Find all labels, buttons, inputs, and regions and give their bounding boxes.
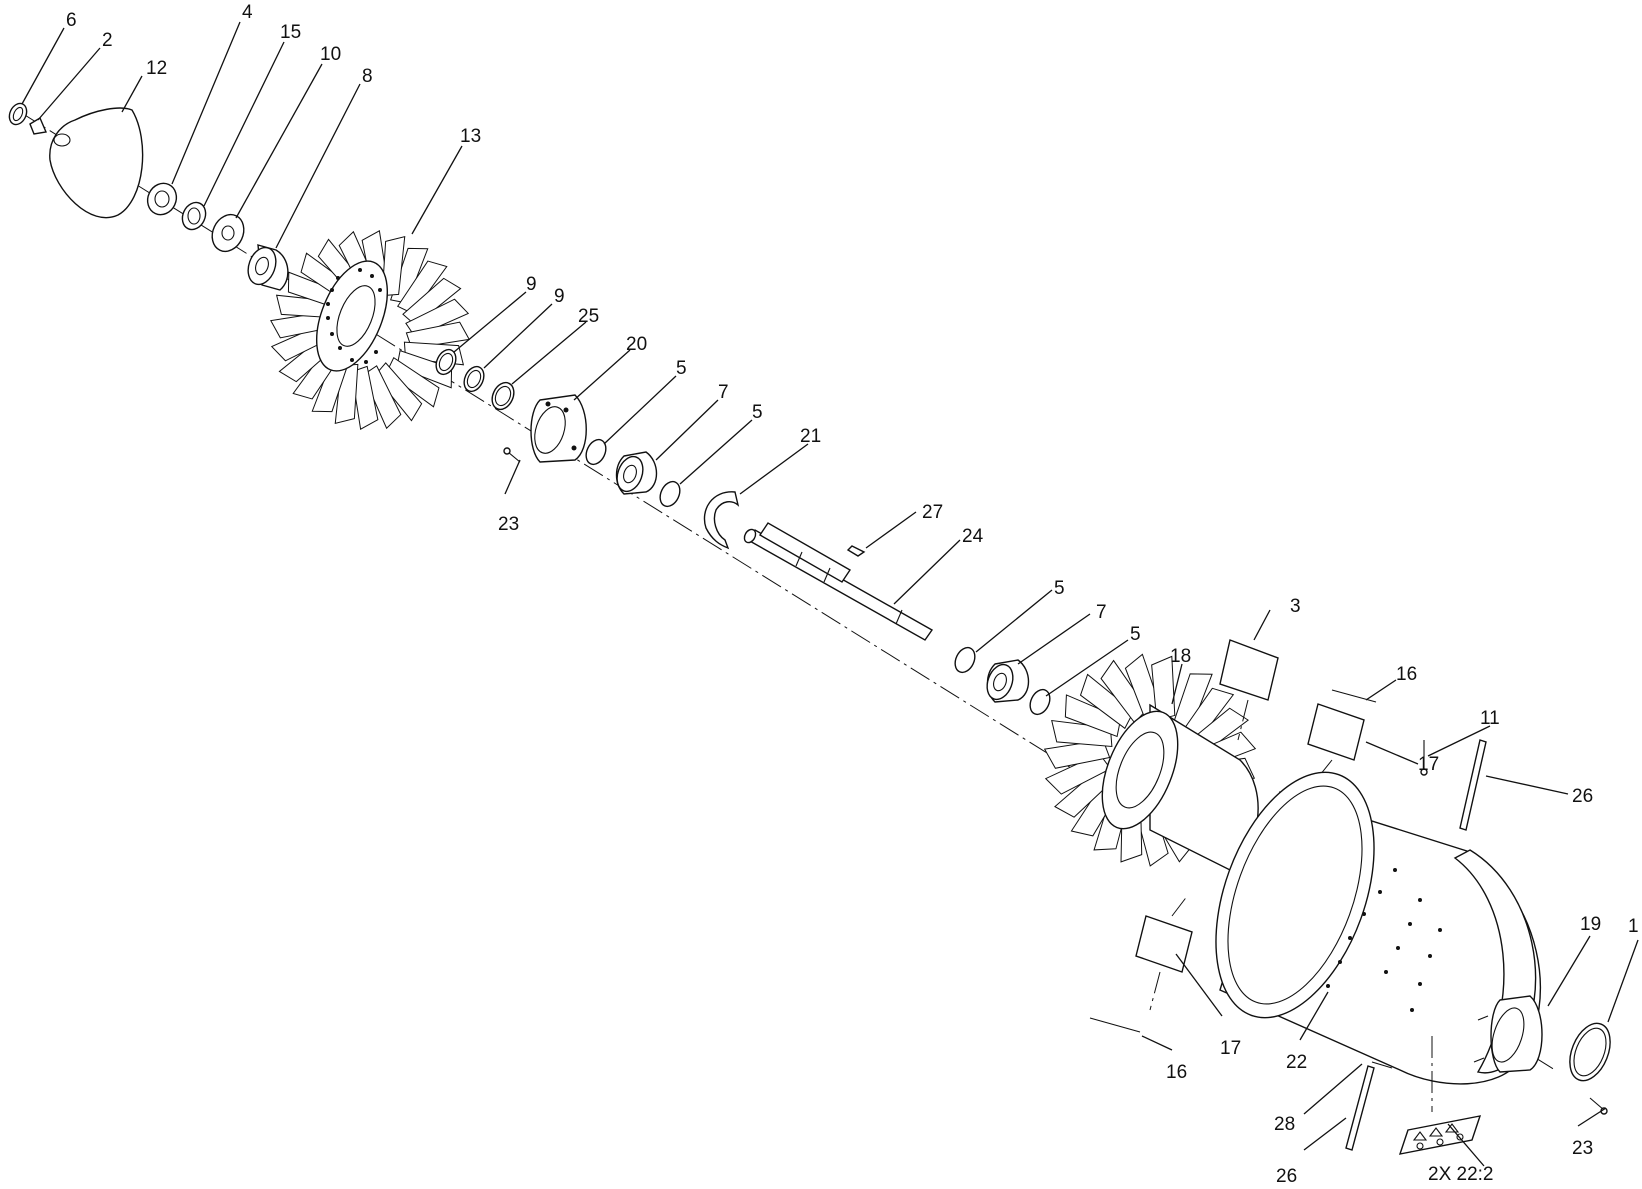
part-28-pin (1371, 1061, 1393, 1069)
part-27-key (846, 545, 866, 557)
part-11-screw (1420, 740, 1428, 776)
part-5-retaining-ring-c (954, 646, 976, 674)
callout-28: 28 (1274, 1114, 1295, 1135)
callout-17-b: 17 (1220, 1038, 1241, 1059)
part-10-flat-washer (211, 213, 245, 253)
part-5-retaining-ring-a (585, 438, 607, 466)
part-7-bearing-a (615, 451, 658, 495)
callout-22: 22 (1286, 1052, 1307, 1073)
part-9-shim-a (435, 348, 457, 376)
part-25-shim (491, 381, 515, 411)
housing-holes (1326, 868, 1442, 1012)
callout-3: 3 (1290, 596, 1301, 617)
part-26-long-bolt-upper (1459, 739, 1487, 831)
callout-25: 25 (578, 306, 599, 327)
callout-13: 13 (460, 126, 481, 147)
callout-16-a: 16 (1396, 664, 1417, 685)
decal-label (1398, 1036, 1482, 1155)
part-3-block (1219, 639, 1279, 741)
callout-17-a: 17 (1418, 754, 1439, 775)
part-9-shim-b (463, 365, 485, 393)
callout-7-b: 7 (1096, 602, 1107, 623)
callout-5-b: 5 (752, 402, 763, 423)
callout-24: 24 (962, 526, 984, 547)
callout-1: 1 (1628, 916, 1639, 937)
callout-5-c: 5 (1054, 578, 1065, 599)
callout-12: 12 (146, 58, 167, 79)
callout-27: 27 (922, 502, 943, 523)
callout-16-b: 16 (1166, 1062, 1187, 1083)
part-12-cone-cover (49, 107, 144, 219)
callout-7-a: 7 (718, 382, 729, 403)
callout-26-a: 26 (1572, 786, 1593, 807)
part-8-spacer (247, 244, 289, 291)
part-23-bolt-b (1589, 1097, 1608, 1115)
part-2-clip (29, 116, 47, 135)
part-17-block-lower (1135, 894, 1193, 1011)
part-13-impeller-fan (270, 230, 470, 430)
part-1-seal-ring (1569, 1022, 1611, 1082)
callout-19: 19 (1580, 914, 1601, 935)
part-26-long-bolt-lower (1345, 1065, 1375, 1151)
part-7-bearing-b (986, 659, 1030, 703)
callout-5-a: 5 (676, 358, 687, 379)
callout-10: 10 (320, 44, 341, 65)
callout-18: 18 (1170, 646, 1191, 667)
callout-6: 6 (66, 10, 77, 31)
leader-lines (21, 21, 1639, 1167)
part-5-retaining-ring-b (659, 480, 681, 508)
callout-5-d: 5 (1130, 624, 1141, 645)
callout-23-a: 23 (498, 514, 519, 535)
part-16-line-lower (1089, 1017, 1141, 1033)
callout-15: 15 (280, 22, 301, 43)
callout-9-b: 9 (554, 286, 565, 307)
part-15-washer (181, 201, 207, 231)
part-23-bolt-a (503, 447, 521, 463)
part-21-horseshoe-shim (703, 491, 740, 550)
callout-11: 11 (1480, 708, 1500, 729)
part-18-rotor-fan (1043, 653, 1259, 871)
part-19-rear-flange (1473, 995, 1543, 1073)
callout-23-b: 23 (1572, 1138, 1593, 1159)
callout-labels: 6 2 12 4 15 10 8 13 9 9 25 20 5 7 5 21 2… (66, 2, 1639, 1187)
part-4-nut (146, 182, 178, 216)
callout-2x-22-2: 2X 22:2 (1428, 1164, 1494, 1185)
part-5-retaining-ring-d (1029, 688, 1051, 716)
hub-bolt-holes (326, 268, 382, 364)
callout-9-a: 9 (526, 274, 537, 295)
callout-2: 2 (102, 30, 113, 51)
callout-21: 21 (800, 426, 821, 447)
callout-8: 8 (362, 66, 373, 87)
callout-26-b: 26 (1276, 1166, 1297, 1187)
part-20-bearing-flange (530, 394, 587, 463)
part-6-snap-ring (8, 102, 28, 126)
callout-4: 4 (242, 2, 253, 23)
callout-20: 20 (626, 334, 647, 355)
part-16-line-upper (1331, 689, 1377, 703)
part-24-shaft (743, 522, 934, 641)
